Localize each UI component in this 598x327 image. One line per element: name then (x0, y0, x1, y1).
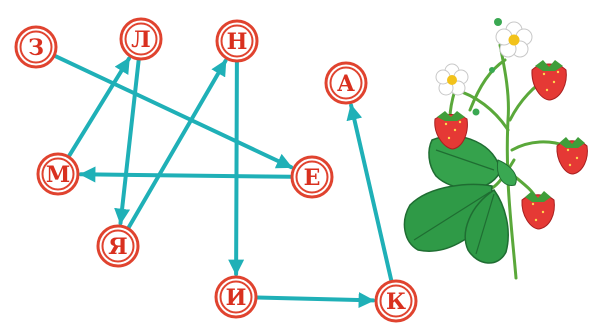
node-a-letter: А (337, 71, 355, 97)
arrow-ya-to-n (126, 58, 228, 230)
node-l: Л (119, 17, 163, 61)
node-z-letter: З (28, 35, 44, 61)
node-ya-letter: Я (108, 234, 127, 260)
arrow-i-to-k (255, 292, 375, 309)
node-m: М (36, 152, 80, 196)
arrow-z-to-e (53, 53, 294, 170)
node-a: А (324, 61, 368, 105)
strawberries (434, 60, 588, 230)
node-n-letter: Н (227, 29, 248, 55)
node-l-letter: Л (131, 27, 150, 53)
leaf-right (464, 188, 509, 264)
arrow-n-to-i (228, 60, 245, 276)
leaf-top (428, 135, 501, 190)
node-e-letter: Е (304, 165, 321, 191)
node-m-letter: М (46, 162, 70, 188)
node-n: Н (215, 19, 259, 63)
leaf-small (496, 159, 517, 187)
arrow-l-to-ya (114, 57, 141, 226)
strawberry-2 (531, 60, 567, 101)
node-z: З (14, 25, 58, 69)
strawberry-3 (556, 137, 588, 175)
flower-2 (495, 21, 533, 58)
node-i-letter: И (226, 285, 247, 311)
buds (472, 18, 502, 116)
strawberry-4 (521, 191, 555, 230)
flower-1 (435, 63, 469, 96)
arrows-layer (53, 53, 394, 309)
strawberry-1 (434, 111, 468, 150)
arrow-k-to-a (346, 103, 394, 283)
leaves (403, 135, 517, 264)
arrow-m-to-l (67, 56, 131, 159)
node-i: И (214, 275, 258, 319)
node-ya: Я (96, 224, 140, 268)
node-e: Е (290, 155, 334, 199)
node-k: К (374, 279, 418, 323)
arrow-e-to-m (79, 166, 293, 183)
node-k-letter: К (386, 289, 406, 315)
strawberry-plant-illustration (403, 18, 588, 280)
